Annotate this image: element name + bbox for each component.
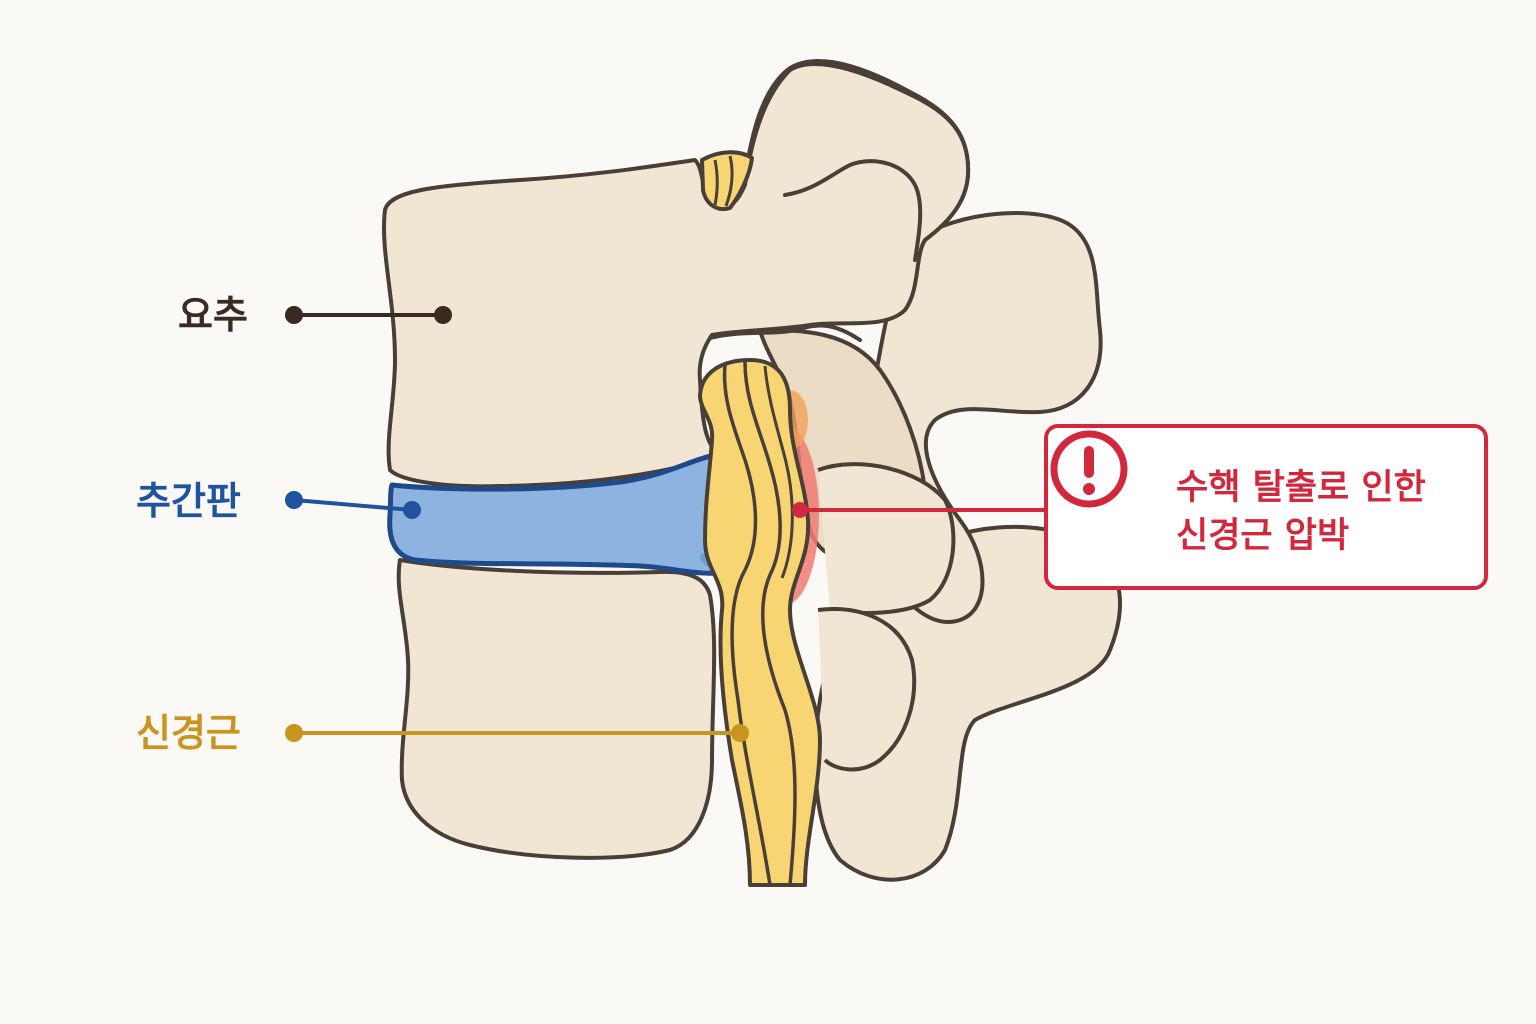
facet-joint-middle — [817, 462, 956, 615]
label-disc: 추간판 — [136, 479, 241, 523]
callout-line-1: 수핵 탈출로 인한 — [1176, 468, 1426, 508]
disc-leader-dot-end — [403, 501, 421, 519]
disc-leader-line — [293, 498, 413, 512]
herniation-callout: 수핵 탈출로 인한 신경근 압박 — [1044, 424, 1488, 590]
upper-body-detail-line — [783, 159, 923, 262]
nerve-leader-dot-start — [285, 724, 303, 742]
upper-ligament — [700, 150, 754, 211]
lower-vertebral-body — [396, 558, 717, 860]
upper-body-detail-line-2 — [708, 323, 862, 342]
lumbar-leader-dot-start — [285, 306, 303, 324]
label-nerve: 신경근 — [136, 711, 241, 755]
label-lumbar: 요추 — [178, 293, 248, 337]
callout-line-2: 신경근 압박 — [1176, 516, 1350, 556]
exclamation-circle-icon — [1050, 430, 1128, 508]
lumbar-leader-dot-end — [434, 306, 452, 324]
nerve-leader-dot-end — [731, 724, 749, 742]
callout-text: 수핵 탈출로 인한 신경근 압박 — [1176, 464, 1426, 560]
lower-articular-process — [817, 607, 917, 772]
disc-leader-dot-start — [285, 491, 303, 509]
callout-leader-dot — [792, 502, 808, 518]
